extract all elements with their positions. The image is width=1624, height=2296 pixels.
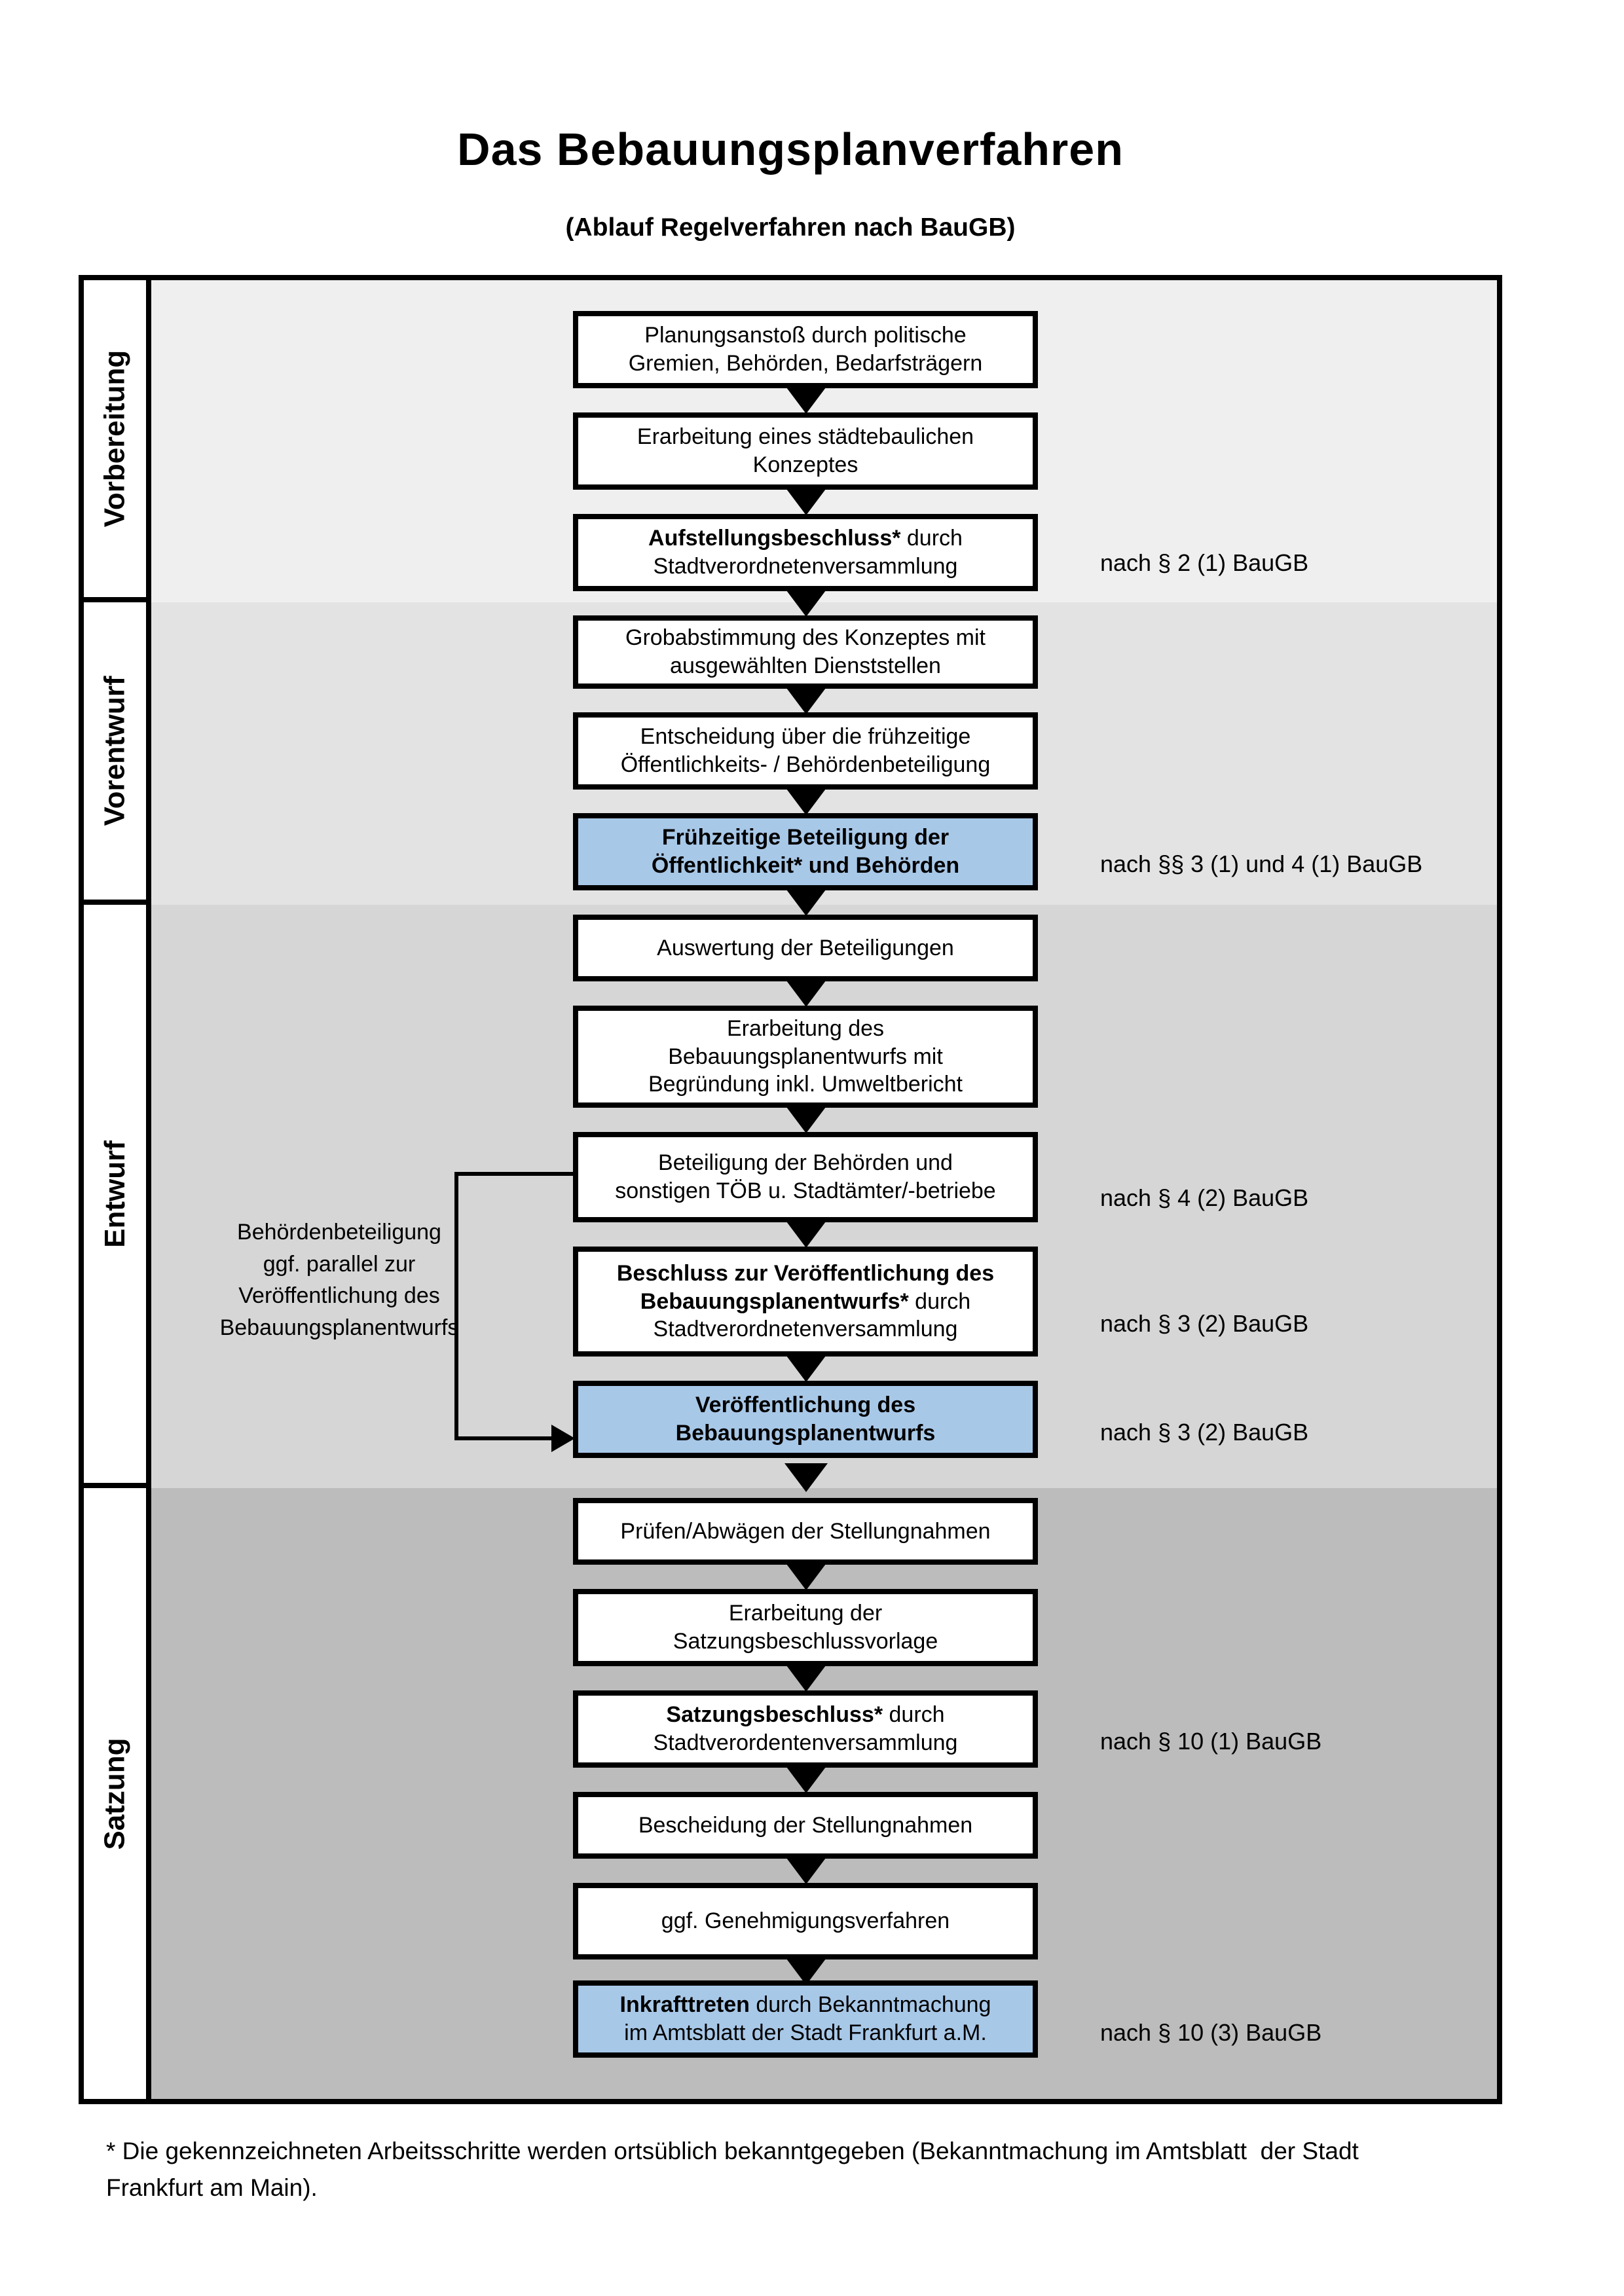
phase-label-vorentwurf: Vorentwurf — [98, 676, 131, 826]
down-arrow-icon — [784, 887, 828, 916]
phase-label-entwurf: Entwurf — [98, 1140, 131, 1248]
side-note-behoerdenbeteiligung: Behördenbeteiligung ggf. parallel zur Ve… — [219, 1220, 459, 1340]
flow-box-inkrafttreten-text: Inkrafttreten durch Bekanntmachung im Am… — [619, 1992, 991, 2045]
flow-box-auswertung-text: Auswertung der Beteiligungen — [657, 935, 954, 960]
flow-box-entscheidung-beteiligung: Entscheidung über die frühzeitige Öffent… — [573, 712, 1038, 790]
flow-box-planungsanstoss-text: Planungsanstoß durch politische Gremien,… — [628, 323, 983, 376]
flow-box-pruefen-abwaegen: Prüfen/Abwägen der Stellungnahmen — [573, 1498, 1038, 1565]
phase-cell-vorentwurf: Vorentwurf — [84, 602, 146, 905]
connector-top-line — [454, 1172, 573, 1176]
phase-cell-vorbereitung: Vorbereitung — [84, 280, 146, 602]
legal-ref-paragraph-3-2-a: nach § 3 (2) BauGB — [1100, 1310, 1309, 1337]
flow-box-bescheidung-text: Bescheidung der Stellungnahmen — [638, 1812, 973, 1838]
flow-box-veroeffentlichungsbeschluss: Beschluss zur Veröffentlichung des Bebau… — [573, 1247, 1038, 1357]
flow-box-veroeffentlichung-text: Veröffentlichung des Bebauungsplanentwur… — [675, 1393, 936, 1446]
footnote: * Die gekennzeichneten Arbeitsschritte w… — [106, 2138, 1359, 2201]
down-arrow-icon — [784, 1104, 828, 1133]
legal-ref-paragraph-10-3: nach § 10 (3) BauGB — [1100, 2019, 1322, 2046]
flow-box-fruehzeitige-beteiligung: Frühzeitige Beteiligung der Öffentlichke… — [573, 813, 1038, 890]
flow-box-konzept-erarbeitung-text: Erarbeitung eines städtebaulichen Konzep… — [637, 424, 974, 477]
flow-box-pruefen-abwaegen-text: Prüfen/Abwägen der Stellungnahmen — [620, 1518, 991, 1544]
flow-box-genehmigungsverfahren: ggf. Genehmigungsverfahren — [573, 1883, 1038, 1959]
down-arrow-icon — [784, 486, 828, 515]
flow-box-aufstellungsbeschluss: Aufstellungsbeschluss* durch Stadtverord… — [573, 514, 1038, 591]
flow-box-satzungsvorlage: Erarbeitung der Satzungsbeschlussvorlage — [573, 1589, 1038, 1666]
flow-box-toeb-beteiligung-text: Beteiligung der Behörden und sonstigen T… — [615, 1150, 996, 1203]
phase-cell-entwurf: Entwurf — [84, 905, 146, 1488]
phase-label-vorbereitung: Vorbereitung — [98, 350, 131, 528]
page-subtitle: (Ablauf Regelverfahren nach BauGB) — [565, 213, 1016, 242]
flow-box-grobabstimmung-text: Grobabstimmung des Konzeptes mit ausgewä… — [625, 625, 986, 678]
flow-box-veroeffentlichung: Veröffentlichung des Bebauungsplanentwur… — [573, 1381, 1038, 1458]
legal-ref-paragraph-3-2-b: nach § 3 (2) BauGB — [1100, 1419, 1309, 1446]
connector-vertical-line — [454, 1172, 458, 1440]
down-arrow-icon — [784, 1855, 828, 1884]
down-arrow-icon — [784, 1353, 828, 1382]
flow-box-toeb-beteiligung: Beteiligung der Behörden und sonstigen T… — [573, 1132, 1038, 1222]
flow-box-inkrafttreten: Inkrafttreten durch Bekanntmachung im Am… — [573, 1980, 1038, 2058]
down-arrow-icon — [784, 1463, 828, 1492]
flow-box-fruehzeitige-beteiligung-text: Frühzeitige Beteiligung der Öffentlichke… — [651, 825, 960, 878]
phase-label-satzung: Satzung — [98, 1737, 131, 1850]
flow-box-grobabstimmung: Grobabstimmung des Konzeptes mit ausgewä… — [573, 615, 1038, 689]
legal-ref-paragraph-2-1: nach § 2 (1) BauGB — [1100, 549, 1309, 576]
down-arrow-icon — [784, 1663, 828, 1692]
flow-box-entwurf-erarbeitung-text: Erarbeitung des Bebauungsplanentwurfs mi… — [648, 1015, 963, 1097]
flow-box-bescheidung: Bescheidung der Stellungnahmen — [573, 1792, 1038, 1859]
flow-box-satzungsvorlage-text: Erarbeitung der Satzungsbeschlussvorlage — [673, 1601, 938, 1654]
flow-box-konzept-erarbeitung: Erarbeitung eines städtebaulichen Konzep… — [573, 412, 1038, 490]
legal-ref-paragraph-3-4-1: nach §§ 3 (1) und 4 (1) BauGB — [1100, 850, 1423, 877]
flow-box-genehmigungsverfahren-text: ggf. Genehmigungsverfahren — [661, 1908, 950, 1934]
legal-ref-paragraph-10-1: nach § 10 (1) BauGB — [1100, 1728, 1322, 1755]
down-arrow-icon — [784, 385, 828, 414]
down-arrow-icon — [784, 1956, 828, 1985]
flow-box-satzungsbeschluss-text: Satzungsbeschluss* durch Stadtverordente… — [653, 1702, 958, 1755]
down-arrow-icon — [784, 1219, 828, 1248]
flow-box-entscheidung-beteiligung-text: Entscheidung über die frühzeitige Öffent… — [620, 724, 991, 777]
flow-box-auswertung: Auswertung der Beteiligungen — [573, 915, 1038, 981]
flow-box-veroeffentlichungsbeschluss-text: Beschluss zur Veröffentlichung des Bebau… — [616, 1260, 995, 1342]
connector-bottom-line — [454, 1436, 551, 1440]
connector-right-arrow-icon — [551, 1425, 575, 1452]
flow-box-planungsanstoss: Planungsanstoß durch politische Gremien,… — [573, 311, 1038, 388]
sidebar-divider — [146, 280, 151, 2099]
page-title: Das Bebauungsplanverfahren — [457, 124, 1124, 175]
flow-box-satzungsbeschluss: Satzungsbeschluss* durch Stadtverordente… — [573, 1690, 1038, 1768]
diagram-frame — [79, 275, 1502, 2104]
down-arrow-icon — [784, 1561, 828, 1590]
phase-cell-satzung: Satzung — [84, 1488, 146, 2099]
down-arrow-icon — [784, 978, 828, 1007]
down-arrow-icon — [784, 588, 828, 617]
down-arrow-icon — [784, 786, 828, 815]
down-arrow-icon — [784, 685, 828, 714]
flow-box-aufstellungsbeschluss-text: Aufstellungsbeschluss* durch Stadtverord… — [648, 526, 963, 579]
down-arrow-icon — [784, 1764, 828, 1793]
legal-ref-paragraph-4-2: nach § 4 (2) BauGB — [1100, 1184, 1309, 1211]
flow-box-entwurf-erarbeitung: Erarbeitung des Bebauungsplanentwurfs mi… — [573, 1006, 1038, 1108]
